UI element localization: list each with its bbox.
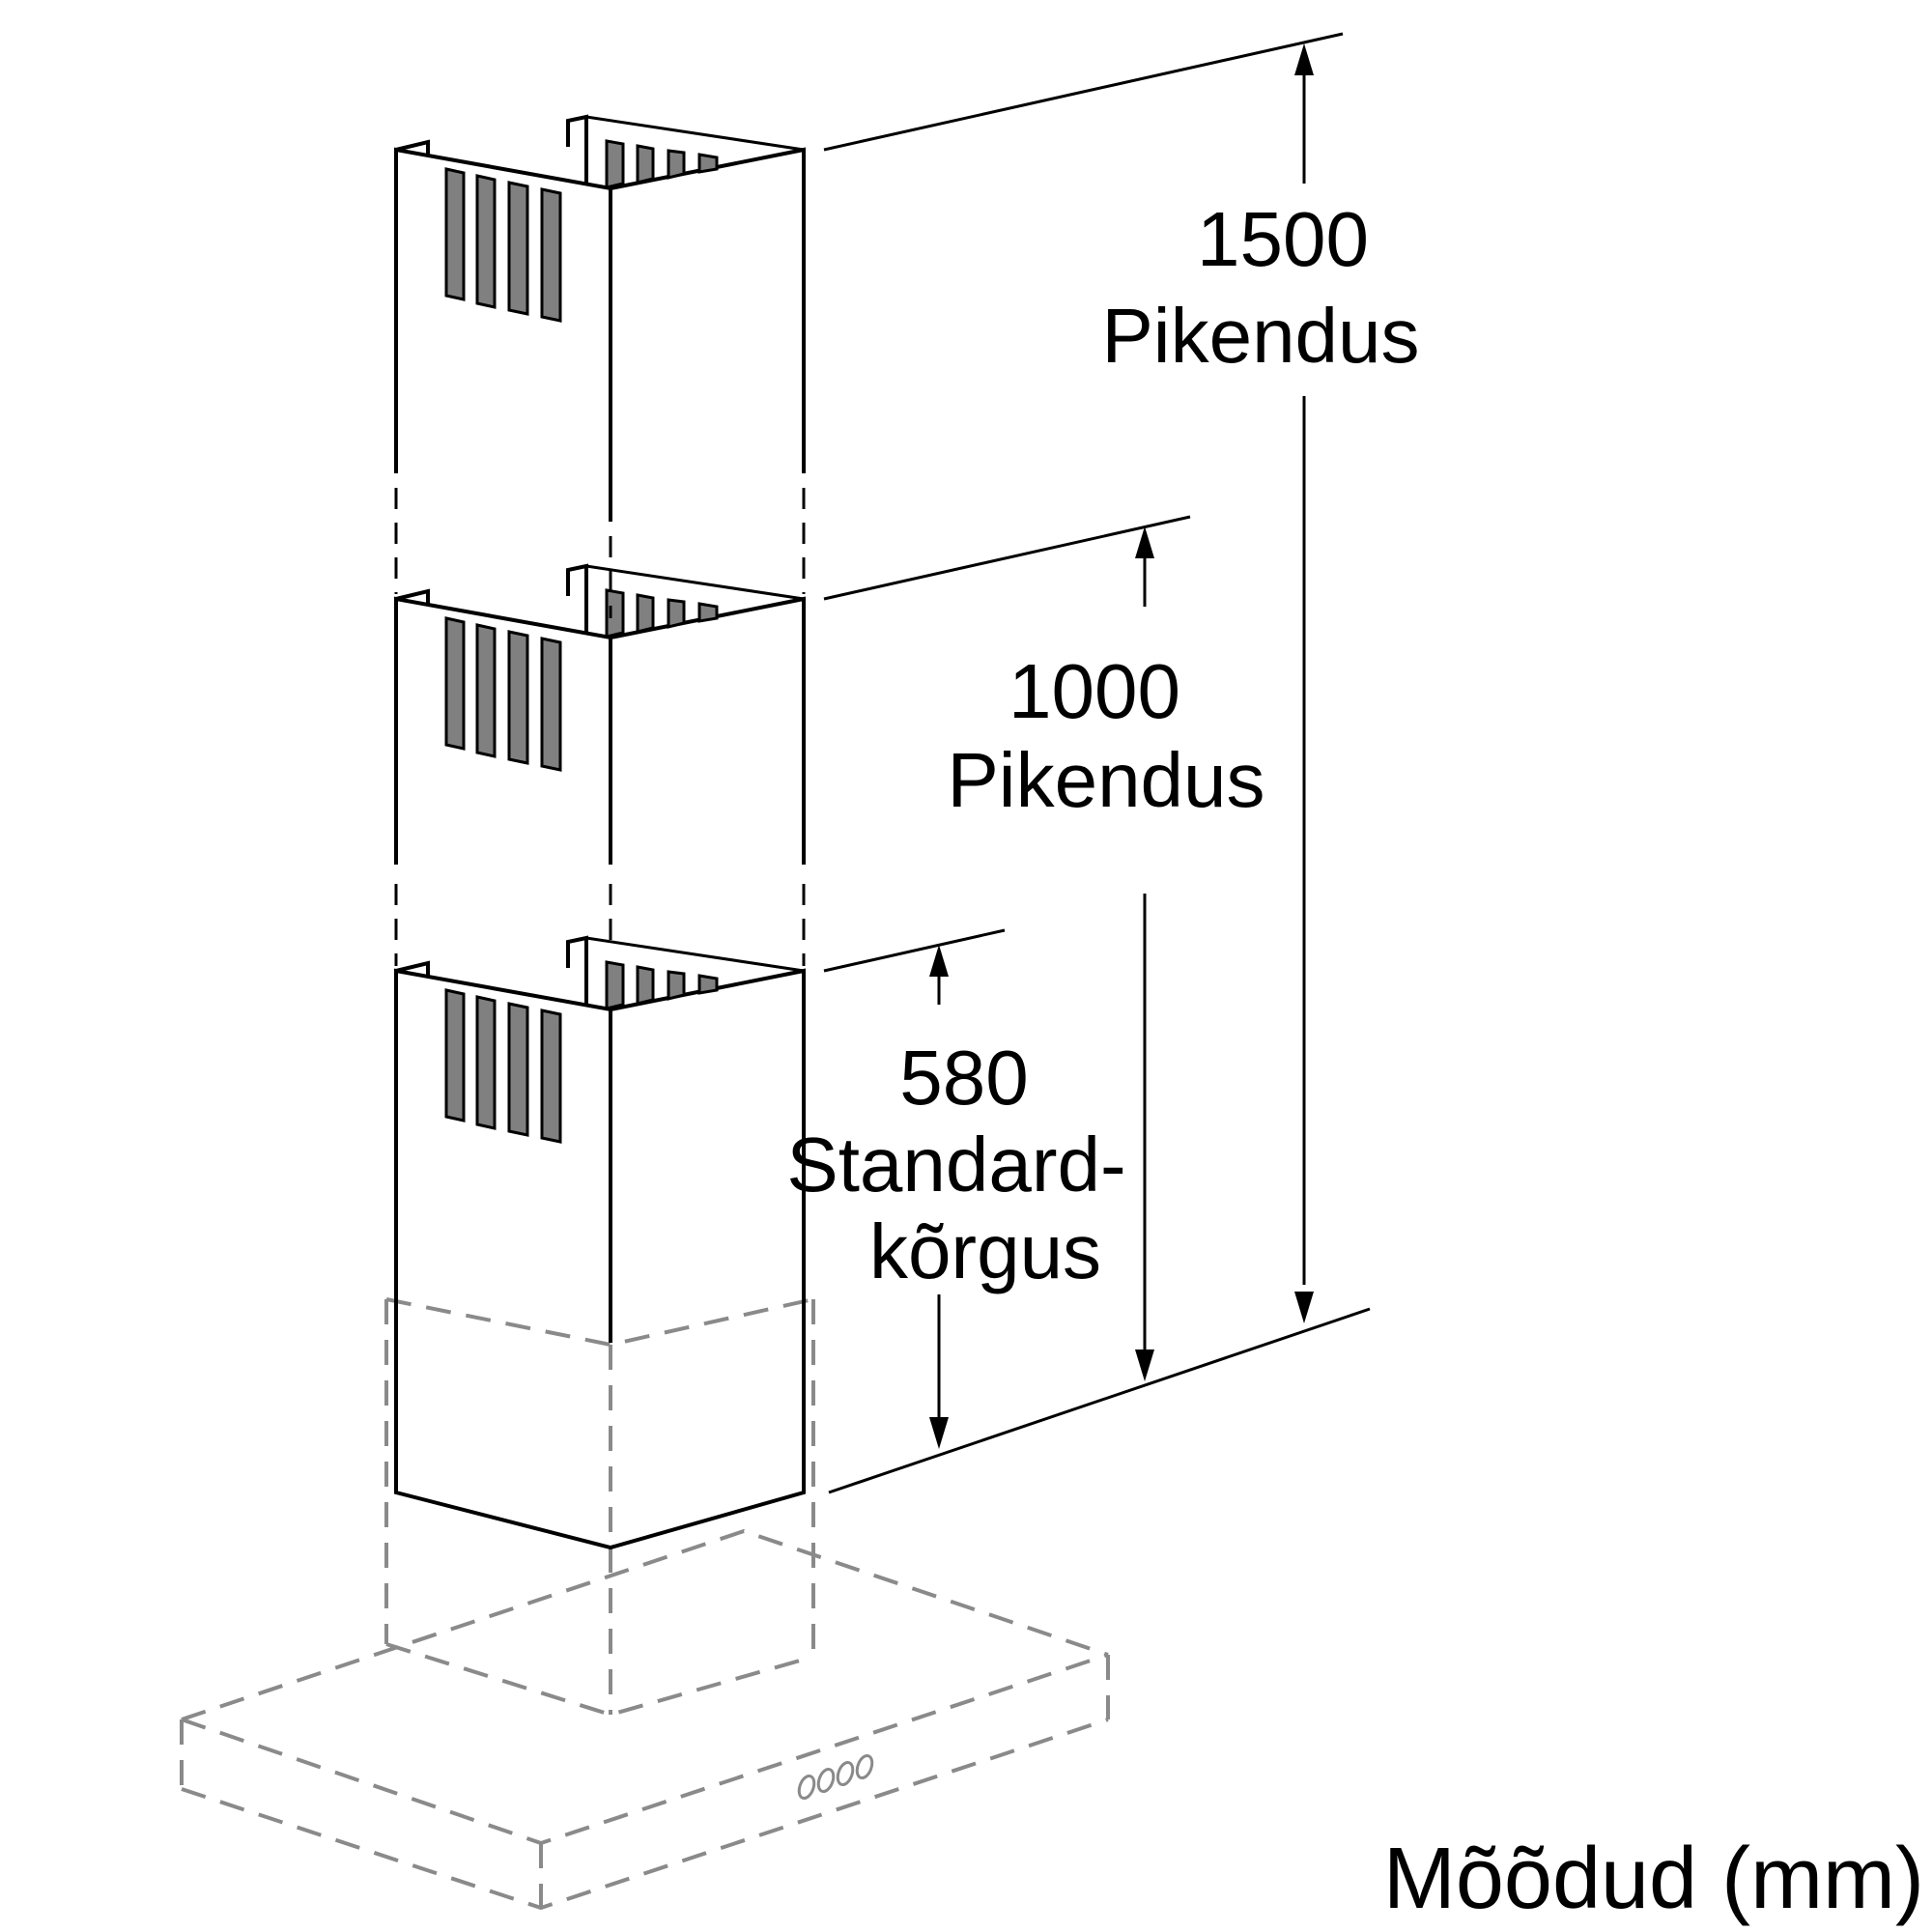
cooker-hood-outline: [180, 1297, 1110, 1911]
dimension-1000-label: Pikendus: [947, 737, 1264, 823]
vent-slots-icon: [444, 616, 562, 772]
chimney-section-extension-1500: [394, 114, 806, 618]
chimney-section-extension-1000: [394, 563, 806, 966]
chimney-section-standard: [394, 935, 806, 1550]
dimension-1000-arrow: [1135, 526, 1154, 1381]
dimension-580-value: 580: [899, 1035, 1028, 1121]
vent-slots-icon: [444, 988, 562, 1144]
dimension-1000-value: 1000: [1009, 648, 1180, 734]
dimension-580-label-line2: kõrgus: [869, 1208, 1101, 1294]
hood-controls-icon: [797, 1753, 874, 1801]
back-vent-slots-icon: [605, 588, 719, 639]
units-label: Mõõdud (mm): [1383, 1831, 1924, 1927]
dimension-580-arrow: [929, 945, 949, 1449]
dimension-580-label-line1: Standard-: [786, 1122, 1125, 1208]
back-vent-slots-icon: [605, 960, 719, 1010]
dimension-1500-label: Pikendus: [1101, 293, 1419, 379]
dimension-1500-value: 1500: [1197, 196, 1369, 282]
dimension-lines: [823, 32, 1371, 1494]
dimension-1500-arrow: [1294, 43, 1314, 1323]
vent-slots-icon: [444, 167, 562, 323]
back-vent-slots-icon: [605, 139, 719, 189]
